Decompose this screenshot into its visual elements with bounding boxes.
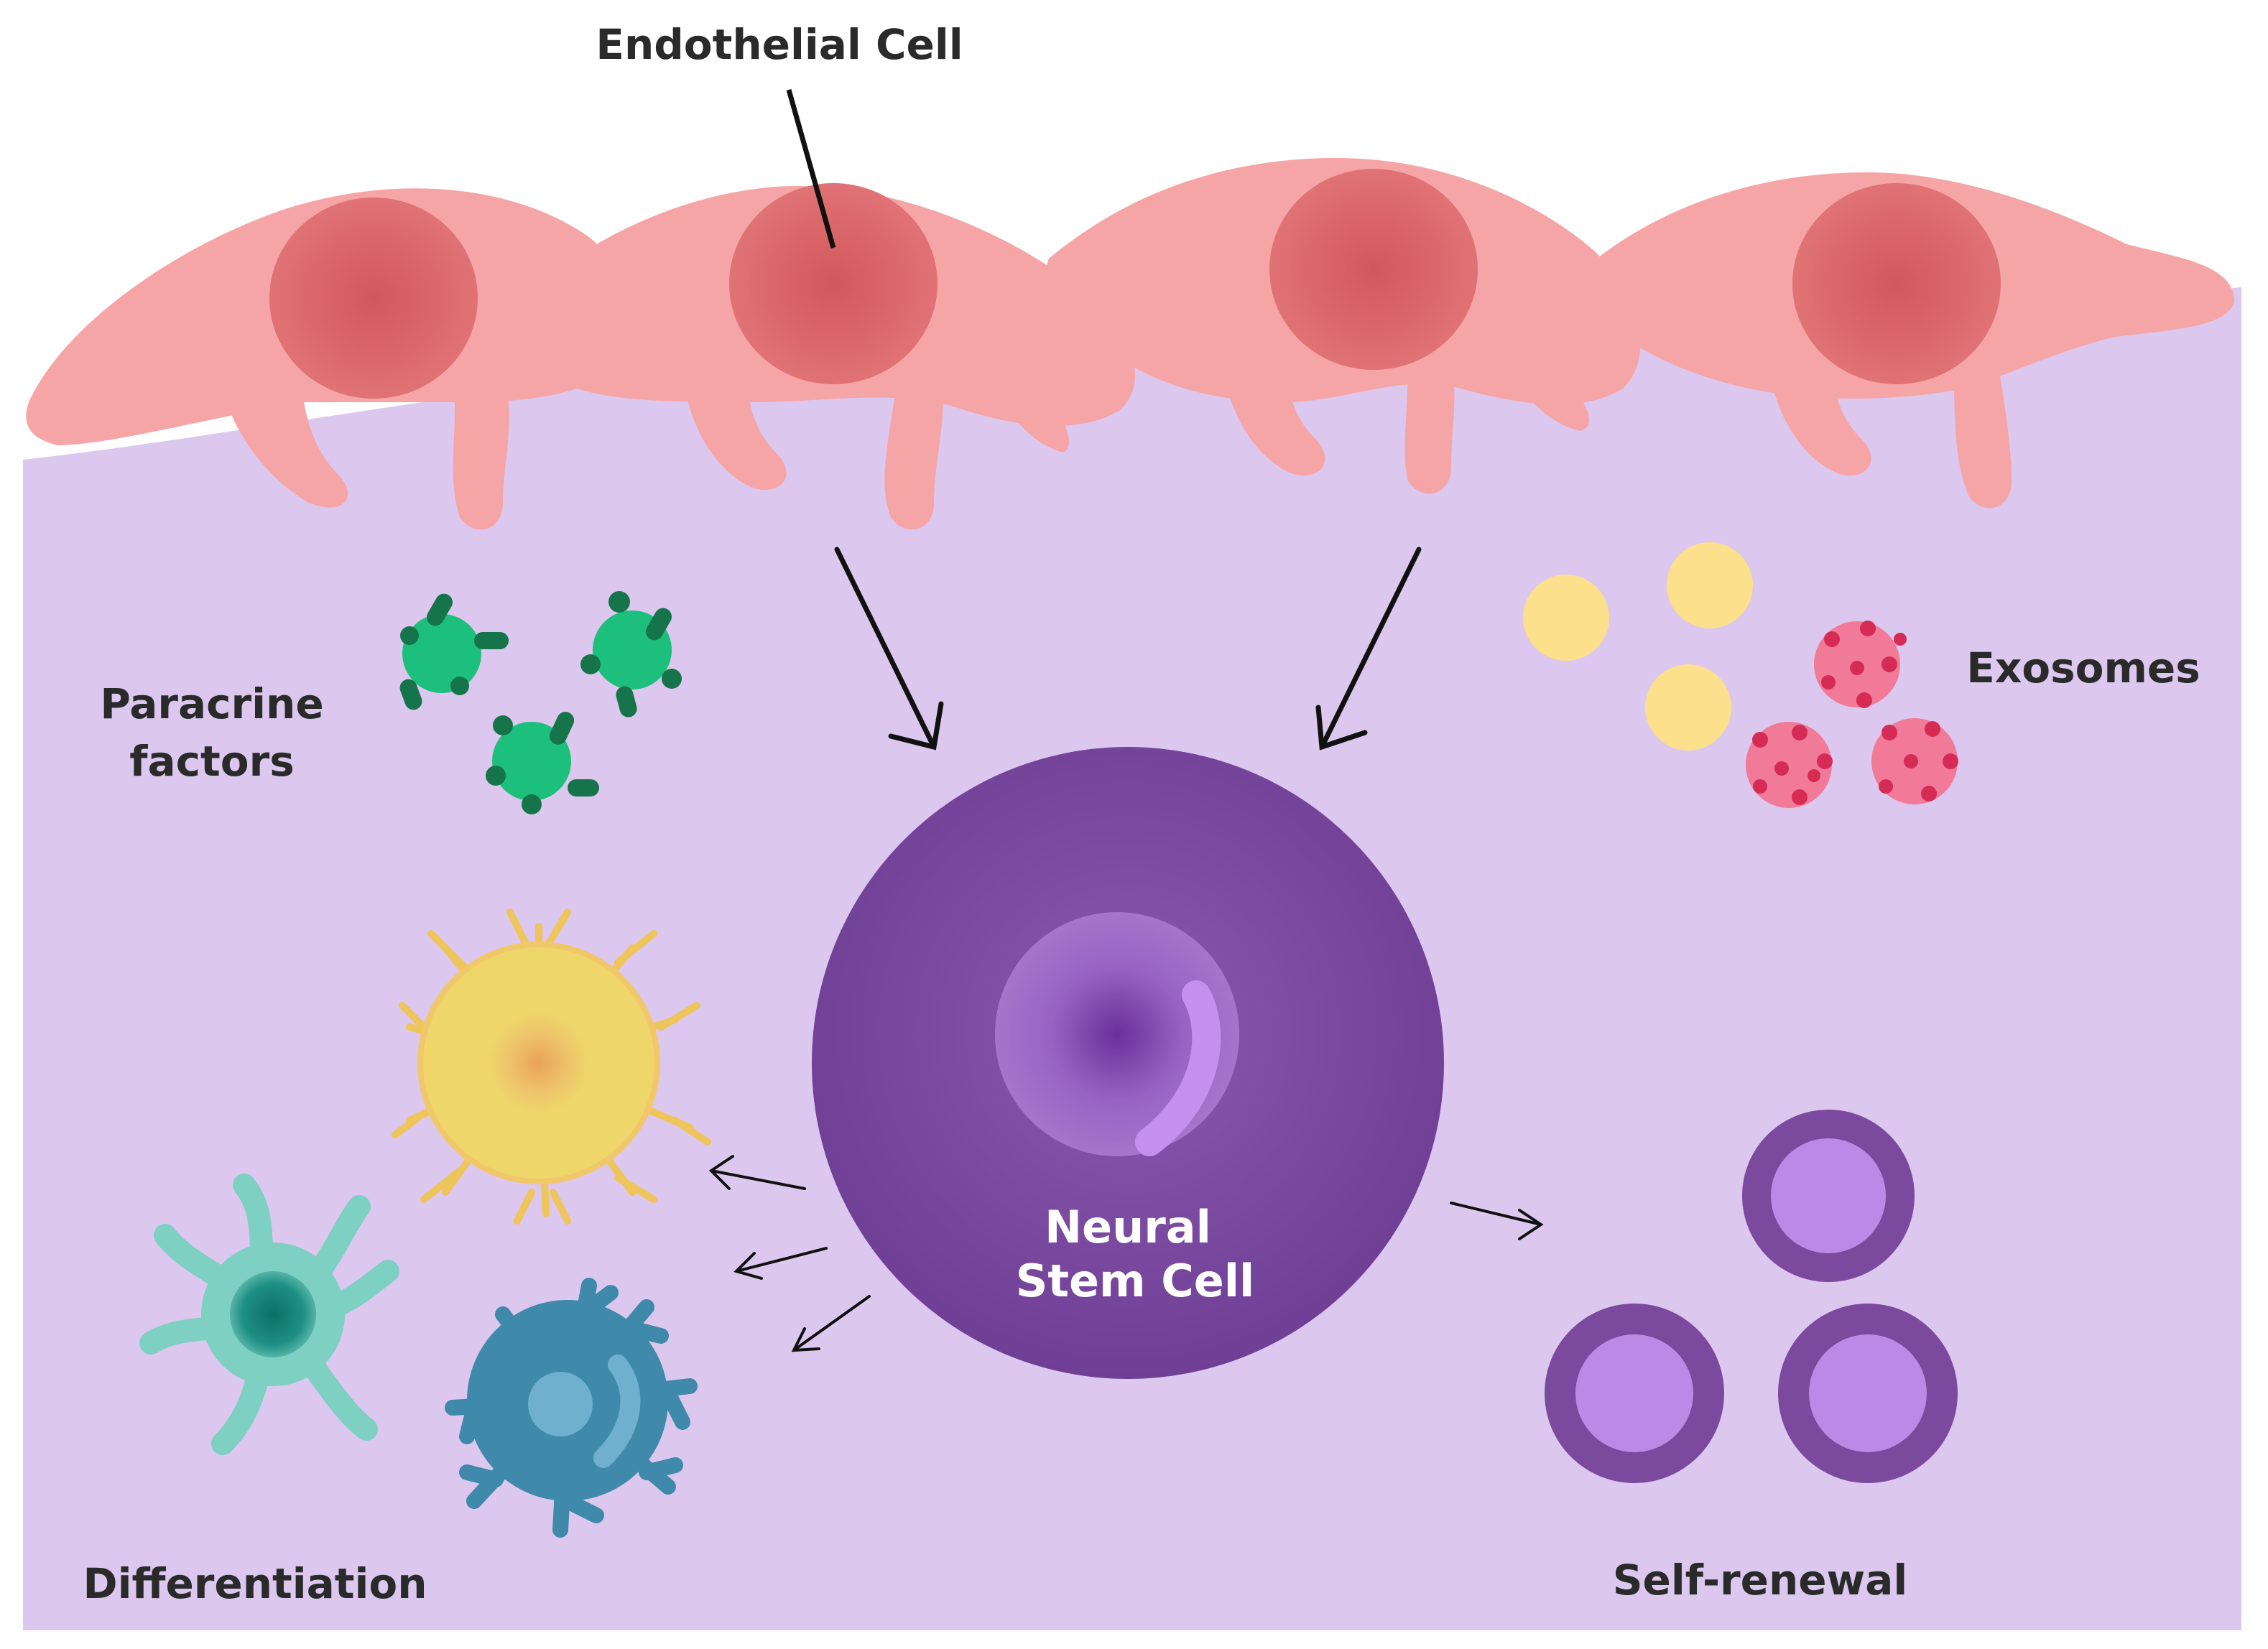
- exosomes-group: [1523, 542, 1958, 808]
- signal-arrows: [834, 547, 1422, 751]
- self-renewal-cells: [1545, 1110, 1958, 1483]
- differentiated-cell-astrocyte: [392, 909, 711, 1225]
- exosome-pink-2: [1746, 722, 1833, 808]
- differentiated-cell-microglia: [139, 1174, 399, 1455]
- exosome-yellow-3: [1645, 664, 1731, 751]
- arrow-to-microglia: [733, 1247, 828, 1280]
- endothelial-cell-1: [26, 188, 633, 530]
- arrow-left-down: [834, 547, 944, 751]
- outcome-arrows: [708, 1155, 1544, 1352]
- renewal-cell-1: [1742, 1110, 1915, 1282]
- nsc-label-line1: Neural: [1045, 1201, 1211, 1253]
- renewal-cell-2: [1545, 1304, 1724, 1483]
- differentiated-cell-oligo: [445, 1278, 698, 1538]
- arrow-to-astrocyte: [708, 1155, 806, 1190]
- exosome-pink-1: [1814, 621, 1907, 708]
- exosomes-label: Exosomes: [1966, 644, 2200, 692]
- paracrine-label-line1: Paracrine: [100, 679, 323, 728]
- nsc-nucleolus-highlight: [1135, 980, 1221, 1156]
- paracrine-factor-1: [399, 593, 509, 710]
- endothelial-layer: [26, 158, 2234, 530]
- neural-stem-cell: [812, 747, 1444, 1379]
- paracrine-factors-group: [399, 591, 682, 814]
- exosome-yellow-1: [1523, 575, 1609, 661]
- paracrine-factor-3: [486, 712, 599, 814]
- endothelial-nucleus-2: [729, 183, 938, 384]
- endothelial-nucleus-1: [269, 198, 478, 399]
- endothelial-cell-label: Endothelial Cell: [596, 20, 963, 69]
- arrow-to-renewal: [1450, 1202, 1544, 1240]
- microglia-nucleus: [230, 1271, 316, 1357]
- endothelial-pointer-line: [786, 89, 836, 248]
- exosome-yellow-2: [1667, 542, 1753, 628]
- endothelial-cell-3: [1046, 158, 1641, 494]
- endothelial-nucleus-3: [1269, 169, 1478, 370]
- endothelial-cell-4: [1583, 172, 2234, 508]
- endothelial-cell-2: [513, 183, 1135, 530]
- endothelial-nucleus-4: [1792, 183, 2001, 384]
- paracrine-label-line2: factors: [129, 737, 294, 786]
- arrow-to-oligo: [791, 1295, 871, 1352]
- differentiation-label: Differentiation: [83, 1559, 427, 1608]
- exosome-pink-3: [1871, 718, 1958, 804]
- paracrine-factor-2: [580, 591, 682, 717]
- renewal-cell-3: [1778, 1304, 1958, 1483]
- arrow-right-down: [1315, 547, 1422, 751]
- nsc-label-line2: Stem Cell: [1016, 1255, 1255, 1307]
- self-renewal-label: Self-renewal: [1613, 1556, 1907, 1604]
